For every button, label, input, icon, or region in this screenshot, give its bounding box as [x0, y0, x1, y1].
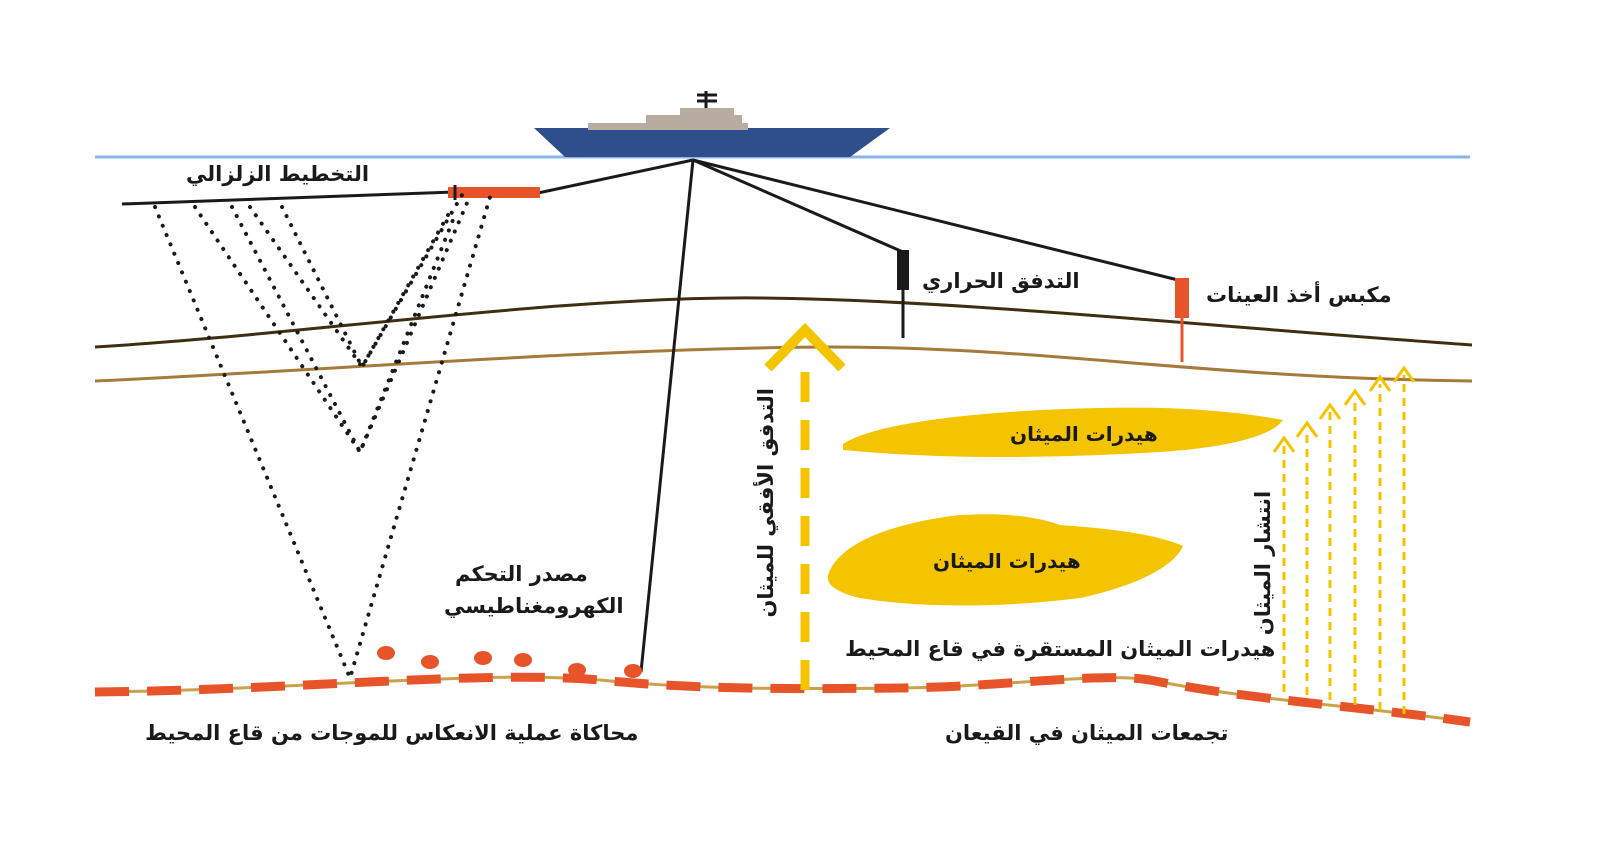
tow-cables — [537, 158, 1183, 673]
label-piston-corer: مكبس أخذ العينات — [1206, 283, 1392, 307]
label-stable-hydrates: هيدرات الميثان المستقرة في قاع المحيط — [845, 637, 1276, 661]
diffusion-arrows — [1272, 365, 1416, 714]
label-em-source-line1: مصدر التحكم — [455, 562, 588, 586]
lateral-flow-arrow — [764, 322, 846, 690]
ship-icon — [534, 91, 890, 157]
label-basin-accumulation: تجمعات الميثان في القيعان — [945, 721, 1229, 745]
seismic-source — [448, 187, 540, 198]
em-source-dots — [377, 646, 642, 678]
seafloor-bsr-dashed — [94, 672, 1471, 727]
sediment-layer-lower — [94, 345, 1473, 383]
label-lateral-flow: التدفق الأفقي للميثان — [754, 388, 778, 618]
hydrate-lens-lower — [827, 514, 1183, 606]
label-seafloor-reflection: محاكاة عملية الانعكاس للموجات من قاع الم… — [145, 721, 639, 745]
heat-flow-probe — [897, 250, 909, 338]
label-diffusion: انتشار الميثان — [1251, 490, 1275, 636]
label-seismic: التخطيط الزلزالي — [186, 162, 370, 186]
label-heat-flow: التدفق الحراري — [922, 269, 1080, 293]
hydrate-lens-upper — [843, 407, 1283, 457]
sediment-layer-upper — [94, 296, 1473, 349]
piston-corer — [1175, 278, 1189, 362]
seismic-ray-paths — [153, 193, 492, 685]
label-hydrate-upper: هيدرات الميثان — [1010, 422, 1158, 446]
label-hydrate-lower: هيدرات الميثان — [933, 549, 1081, 573]
seismic-streamer — [121, 190, 456, 206]
label-em-source-line2: الكهرومغناطيسي — [444, 594, 624, 618]
